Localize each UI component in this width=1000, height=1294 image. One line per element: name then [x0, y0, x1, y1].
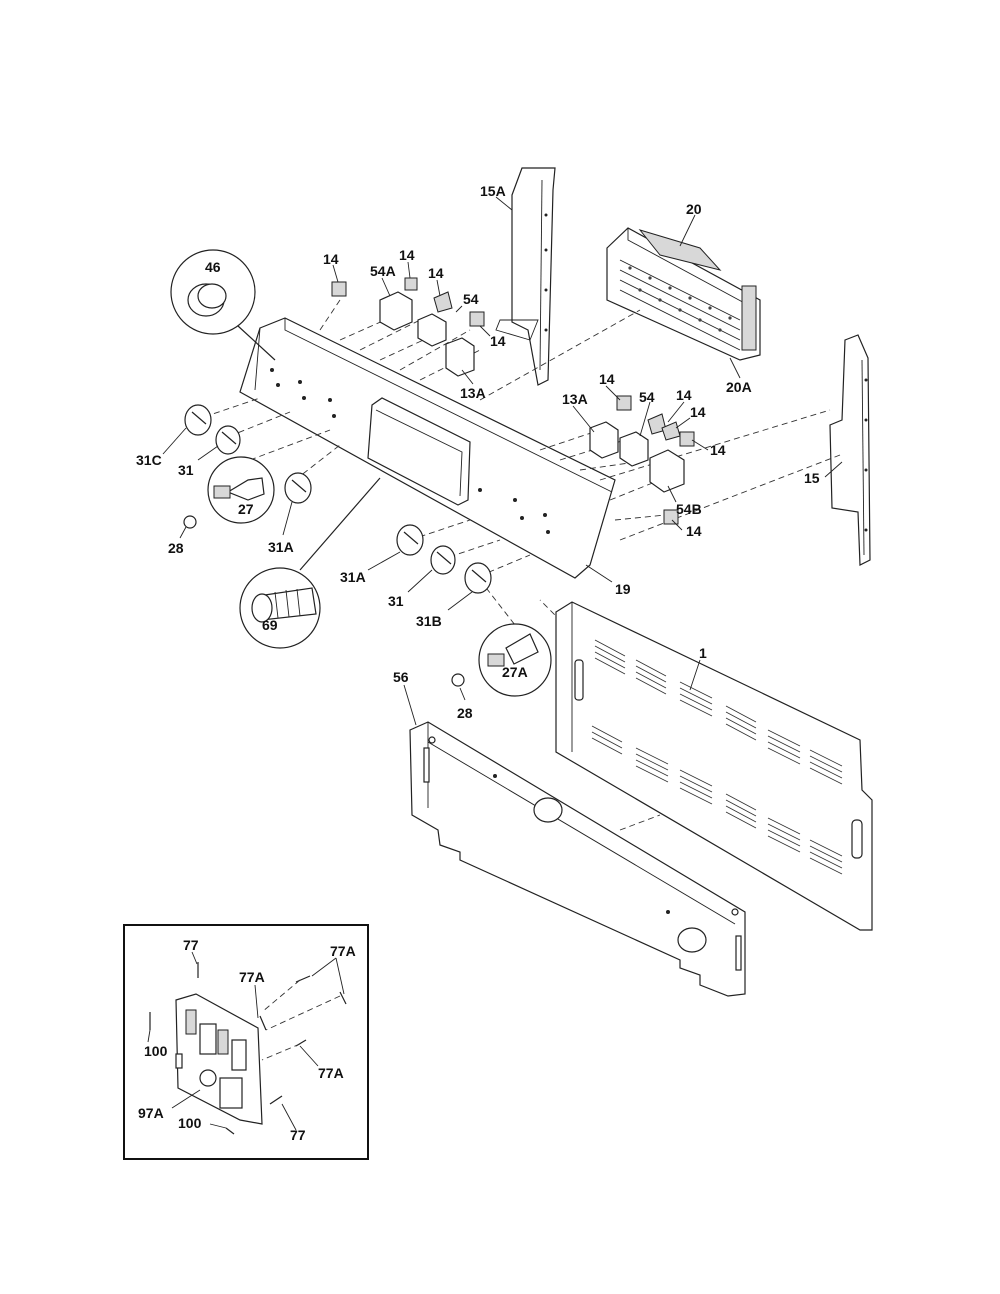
switch-parts [331, 277, 695, 525]
lower-panel-56 [409, 721, 746, 997]
callout-labels: 15A 20 20A 14 54A 14 14 54 14 13A 46 14 … [136, 183, 820, 1143]
electronic-control-20 [606, 227, 761, 361]
callout-77a: 77A [330, 943, 356, 959]
detail-27 [207, 456, 275, 524]
callout-1: 1 [699, 645, 707, 661]
callout-100: 100 [144, 1043, 168, 1059]
callout-46: 46 [205, 259, 221, 275]
callout-14: 14 [686, 523, 702, 539]
screw-28 [183, 515, 465, 687]
callout-54: 54 [463, 291, 479, 307]
callout-54a: 54A [370, 263, 396, 279]
side-bracket-15a [495, 167, 556, 386]
callout-77: 77 [290, 1127, 306, 1143]
callout-69: 69 [262, 617, 278, 633]
back-panel-1 [555, 601, 873, 931]
callout-31a: 31A [340, 569, 366, 585]
callout-54b: 54B [676, 501, 702, 517]
detail-69 [239, 477, 381, 649]
callout-77: 77 [183, 937, 199, 953]
callout-31c: 31C [136, 452, 162, 468]
callout-77a: 77A [318, 1065, 344, 1081]
callout-20: 20 [686, 201, 702, 217]
callout-31: 31 [178, 462, 194, 478]
callout-14: 14 [599, 371, 615, 387]
callout-20a: 20A [726, 379, 752, 395]
callout-27: 27 [238, 501, 254, 517]
inset-detail [123, 924, 369, 1160]
callout-56: 56 [393, 669, 409, 685]
detail-46 [170, 249, 276, 361]
callout-13a: 13A [460, 385, 486, 401]
callout-31a: 31A [268, 539, 294, 555]
callout-27a: 27A [502, 664, 528, 680]
callout-28: 28 [457, 705, 473, 721]
callout-100: 100 [178, 1115, 202, 1131]
callout-97a: 97A [138, 1105, 164, 1121]
knobs [184, 404, 492, 594]
callout-31b: 31B [416, 613, 442, 629]
callout-28: 28 [168, 540, 184, 556]
callout-54: 54 [639, 389, 655, 405]
leader-lines [147, 196, 843, 1131]
callout-19: 19 [615, 581, 631, 597]
callout-14: 14 [428, 265, 444, 281]
callout-14: 14 [323, 251, 339, 267]
detail-27a [478, 623, 552, 697]
control-panel-19 [239, 317, 616, 579]
side-bracket-15 [829, 334, 871, 566]
callout-14: 14 [710, 442, 726, 458]
callout-13a: 13A [562, 391, 588, 407]
callout-14: 14 [490, 333, 506, 349]
callout-14: 14 [690, 404, 706, 420]
callout-14: 14 [676, 387, 692, 403]
callout-14: 14 [399, 247, 415, 263]
callout-15a: 15A [480, 183, 506, 199]
callout-15: 15 [804, 470, 820, 486]
callout-31: 31 [388, 593, 404, 609]
callout-77a: 77A [239, 969, 265, 985]
